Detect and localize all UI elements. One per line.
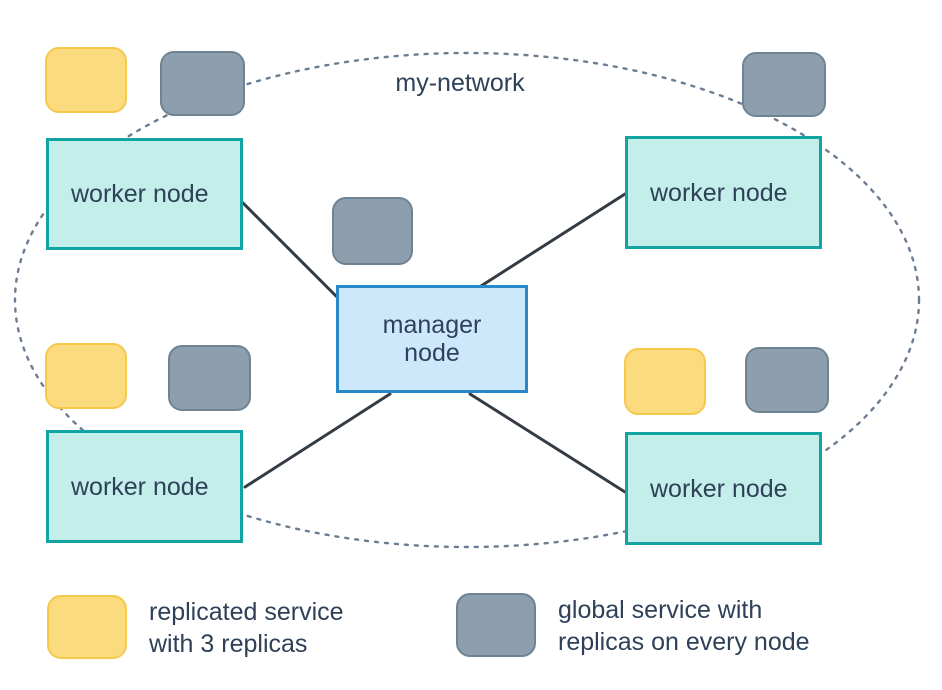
network-name-label: my-network: [395, 69, 525, 97]
replicated-service-chip: [45, 343, 127, 409]
worker-node-label: worker node: [650, 474, 788, 503]
worker-node-bottom-left: worker node: [46, 430, 243, 543]
manager-node: manager node: [336, 285, 528, 393]
legend-item-global-service: global service with replicas on every no…: [456, 593, 810, 658]
node-connection-lines: [241, 192, 627, 494]
legend-label-replicated: replicated service with 3 replicas: [149, 598, 344, 658]
legend-swatch-replicated: [47, 595, 127, 659]
edge-manager-worker-bottom-right: [468, 392, 627, 494]
edge-manager-worker-top-right: [479, 192, 627, 288]
global-service-chip: [742, 52, 826, 117]
worker-node-label: worker node: [71, 180, 209, 208]
manager-node-label: manager node: [382, 311, 482, 367]
replicated-service-chip: [624, 348, 706, 415]
worker-node-top-right: worker node: [625, 136, 822, 249]
worker-node-label: worker node: [71, 472, 209, 501]
worker-node-label: worker node: [650, 178, 788, 207]
network-boundary-ellipse: [13, 51, 921, 549]
legend-item-replicated-service: replicated service with 3 replicas: [47, 595, 344, 660]
worker-node-bottom-right: worker node: [625, 432, 822, 545]
edge-manager-worker-top-left: [241, 201, 339, 299]
edge-manager-worker-bottom-left: [243, 392, 392, 489]
legend-swatch-global: [456, 593, 536, 657]
global-service-chip: [160, 51, 245, 116]
global-service-chip: [168, 345, 251, 411]
global-service-chip: [332, 197, 413, 265]
legend-label-global: global service with replicas on every no…: [558, 596, 810, 656]
worker-node-top-left: worker node: [46, 138, 243, 250]
global-service-chip: [745, 347, 829, 413]
replicated-service-chip: [45, 47, 127, 113]
